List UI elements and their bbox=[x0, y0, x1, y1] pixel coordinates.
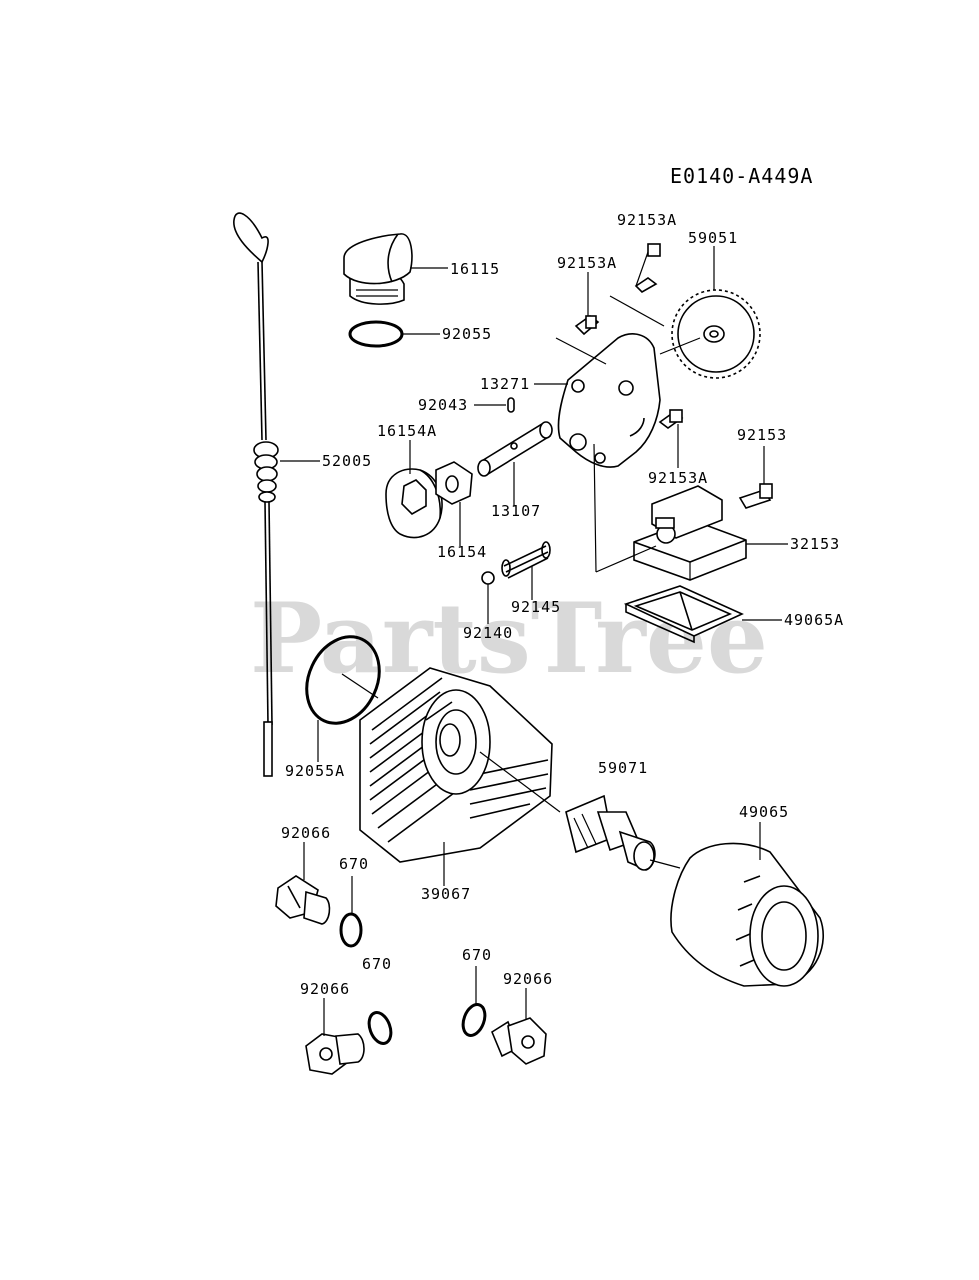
inner-rotor-part[interactable] bbox=[435, 461, 473, 505]
label-32153: 32153 bbox=[790, 535, 840, 553]
oil-strainer-part[interactable] bbox=[623, 585, 744, 644]
label-49065A: 49065A bbox=[784, 611, 844, 629]
label-92140: 92140 bbox=[463, 624, 513, 642]
oil-filler-cap-part[interactable] bbox=[343, 233, 413, 305]
pump-cover-part[interactable] bbox=[557, 333, 661, 468]
label-59051: 59051 bbox=[688, 229, 738, 247]
label-52005: 52005 bbox=[322, 452, 372, 470]
gasket-part[interactable] bbox=[339, 912, 363, 948]
relief-valve-part[interactable] bbox=[633, 485, 747, 581]
dipstick-part[interactable] bbox=[233, 212, 279, 777]
label-92153A-top: 92153A bbox=[617, 211, 677, 229]
label-92055A: 92055A bbox=[285, 762, 345, 780]
label-59071: 59071 bbox=[598, 759, 648, 777]
label-92043: 92043 bbox=[418, 396, 468, 414]
drain-plug-part[interactable] bbox=[305, 1033, 365, 1075]
pump-gear-part[interactable] bbox=[671, 289, 761, 379]
label-16154A: 16154A bbox=[377, 422, 437, 440]
ball-part[interactable] bbox=[481, 571, 495, 585]
label-92066-a: 92066 bbox=[281, 824, 331, 842]
label-92055: 92055 bbox=[442, 325, 492, 343]
large-o-ring-part[interactable] bbox=[293, 625, 393, 735]
gasket-part[interactable] bbox=[365, 1010, 395, 1047]
bolt-part[interactable] bbox=[634, 243, 661, 293]
connector-nipple-part[interactable] bbox=[565, 794, 656, 871]
drain-plug-part[interactable] bbox=[275, 875, 331, 925]
label-92066-b: 92066 bbox=[300, 980, 350, 998]
gasket-part[interactable] bbox=[459, 1002, 489, 1039]
label-92153A-left: 92153A bbox=[557, 254, 617, 272]
drain-plug-part[interactable] bbox=[491, 1017, 547, 1065]
label-92066-c: 92066 bbox=[503, 970, 553, 988]
oil-cooler-part[interactable] bbox=[359, 667, 553, 863]
bolt-part[interactable] bbox=[738, 483, 773, 509]
pin-part[interactable] bbox=[507, 397, 515, 413]
label-49065: 49065 bbox=[739, 803, 789, 821]
spring-part[interactable] bbox=[501, 541, 551, 579]
pump-shaft-part[interactable] bbox=[477, 421, 553, 477]
label-16154: 16154 bbox=[437, 543, 487, 561]
oil-filter-part[interactable] bbox=[670, 842, 824, 987]
label-13271: 13271 bbox=[480, 375, 530, 393]
label-39067: 39067 bbox=[421, 885, 471, 903]
label-92145: 92145 bbox=[511, 598, 561, 616]
label-670-c: 670 bbox=[462, 946, 492, 964]
label-92153: 92153 bbox=[737, 426, 787, 444]
label-16115: 16115 bbox=[450, 260, 500, 278]
diagram-code: E0140-A449A bbox=[670, 164, 813, 188]
outer-rotor-part[interactable] bbox=[385, 468, 443, 539]
label-92153A-right: 92153A bbox=[648, 469, 708, 487]
label-670-a: 670 bbox=[339, 855, 369, 873]
o-ring-part[interactable] bbox=[348, 320, 404, 348]
bolt-part[interactable] bbox=[574, 315, 600, 336]
label-13107: 13107 bbox=[491, 502, 541, 520]
label-670-b: 670 bbox=[362, 955, 392, 973]
bolt-part[interactable] bbox=[658, 409, 684, 429]
